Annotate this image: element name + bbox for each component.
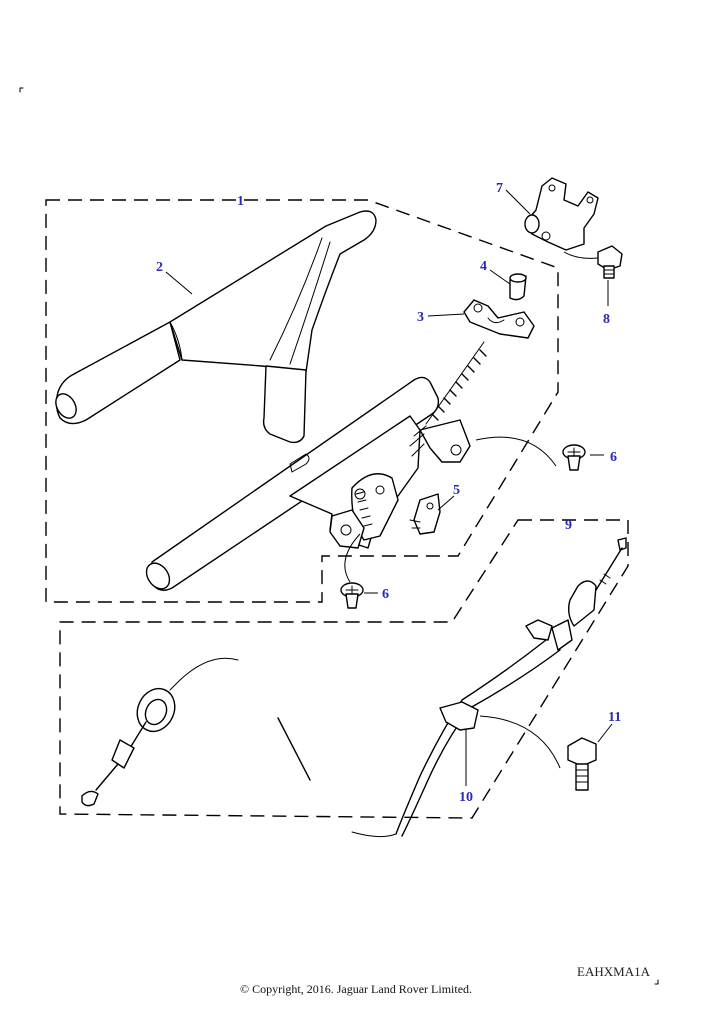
callout-6-right: 6: [610, 450, 617, 465]
callout-9: 9: [565, 518, 572, 533]
bolt-11: [567, 737, 597, 791]
callout-6-lower: 6: [382, 587, 389, 602]
cable-abutment-bracket: [463, 299, 535, 339]
callout-8: 8: [603, 312, 610, 327]
bush-sleeve: [509, 273, 527, 301]
diagram-reference-code: EAHXMA1A: [577, 964, 650, 979]
corner-mark-top-left: [19, 87, 24, 93]
bolt-8: [597, 245, 623, 279]
assembly-boundary-9: [59, 519, 629, 819]
callout-7: 7: [496, 181, 503, 196]
corner-mark-bottom-right: [654, 979, 659, 985]
lever-mechanism: [145, 341, 487, 591]
lever-handle-grip: [55, 210, 377, 444]
screw-6-right: [562, 444, 586, 471]
warning-switch: [409, 493, 441, 535]
parking-brake-cable: [81, 537, 627, 838]
callout-5: 5: [453, 483, 460, 498]
callout-1: 1: [237, 194, 244, 209]
leader-lines: [165, 189, 613, 786]
callout-11: 11: [608, 710, 621, 725]
screw-6-lower: [340, 582, 364, 609]
copyright-notice: © Copyright, 2016. Jaguar Land Rover Lim…: [239, 982, 473, 996]
callout-2: 2: [156, 260, 163, 275]
mounting-bracket: [524, 177, 599, 251]
callout-3: 3: [417, 310, 424, 325]
callout-4: 4: [480, 259, 487, 274]
callout-10: 10: [459, 790, 473, 805]
assembly-boundary-1: [45, 199, 559, 603]
